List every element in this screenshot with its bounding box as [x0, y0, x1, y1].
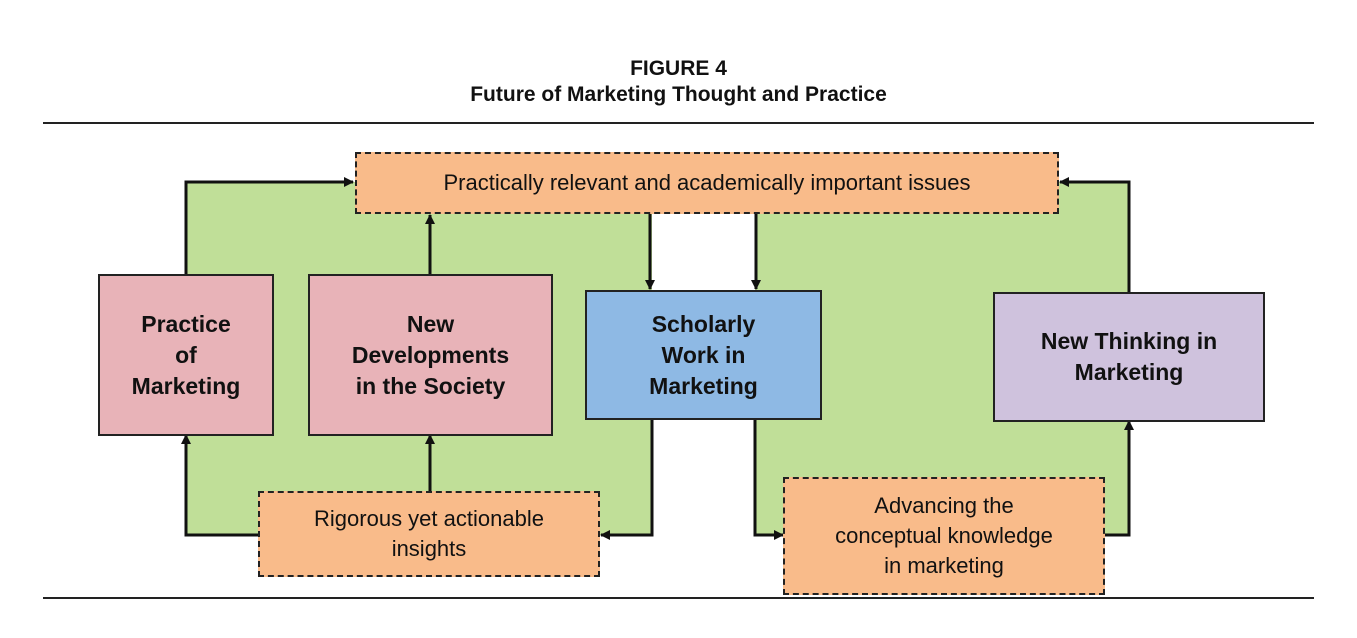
arrow-practice-to-issues — [184, 177, 354, 274]
node-new-thinking: New Thinking in Marketing — [993, 292, 1265, 422]
arrow-scholarly-to-insights — [600, 419, 654, 540]
arrow-thinking-to-issues — [1059, 177, 1131, 292]
node-scholarly-work: Scholarly Work in Marketing — [585, 290, 822, 420]
figure-label: FIGURE 4 — [630, 57, 727, 80]
arrow-insights-to-practice — [181, 434, 258, 537]
figure-title: Future of Marketing Thought and Practice — [470, 83, 887, 106]
bottom-rule — [43, 597, 1314, 599]
arrow-knowledge-to-thinking — [1105, 420, 1134, 537]
node-practice-of-marketing: Practice of Marketing — [98, 274, 274, 436]
arrow-scholarly-to-knowledge — [753, 419, 784, 540]
right-green-region — [755, 182, 1129, 535]
node-actionable-insights: Rigorous yet actionable insights — [258, 491, 600, 577]
node-new-developments: New Developments in the Society — [308, 274, 553, 436]
node-issues: Practically relevant and academically im… — [355, 152, 1059, 214]
top-rule — [43, 122, 1314, 124]
node-conceptual-knowledge: Advancing the conceptual knowledge in ma… — [783, 477, 1105, 595]
